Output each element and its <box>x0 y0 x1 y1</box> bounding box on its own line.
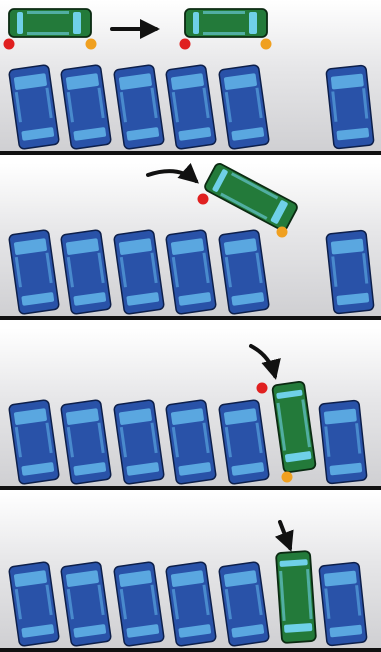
parked-car <box>319 400 367 484</box>
parked-car <box>326 65 374 149</box>
panel-step-2 <box>0 162 381 320</box>
curb-line <box>0 316 381 320</box>
pivot-dot-icon <box>180 39 191 50</box>
panel-step-4 <box>0 492 381 652</box>
pivot-dot-icon <box>4 39 15 50</box>
curb-line <box>0 151 381 155</box>
pivot-dot-icon <box>282 472 293 483</box>
curb-line <box>0 648 381 652</box>
green-car-start <box>9 9 91 37</box>
pivot-dot-icon <box>198 194 209 205</box>
pivot-dot-icon <box>86 39 97 50</box>
parked-car <box>326 230 374 314</box>
curb-line <box>0 486 381 490</box>
green-car-end <box>185 9 267 37</box>
pivot-dot-icon <box>261 39 272 50</box>
pivot-dot-icon <box>257 383 268 394</box>
parked-car <box>319 562 367 646</box>
pivot-dot-icon <box>277 227 288 238</box>
green-car <box>276 551 316 643</box>
panel-step-1 <box>0 0 381 155</box>
panel-step-3 <box>0 328 381 490</box>
